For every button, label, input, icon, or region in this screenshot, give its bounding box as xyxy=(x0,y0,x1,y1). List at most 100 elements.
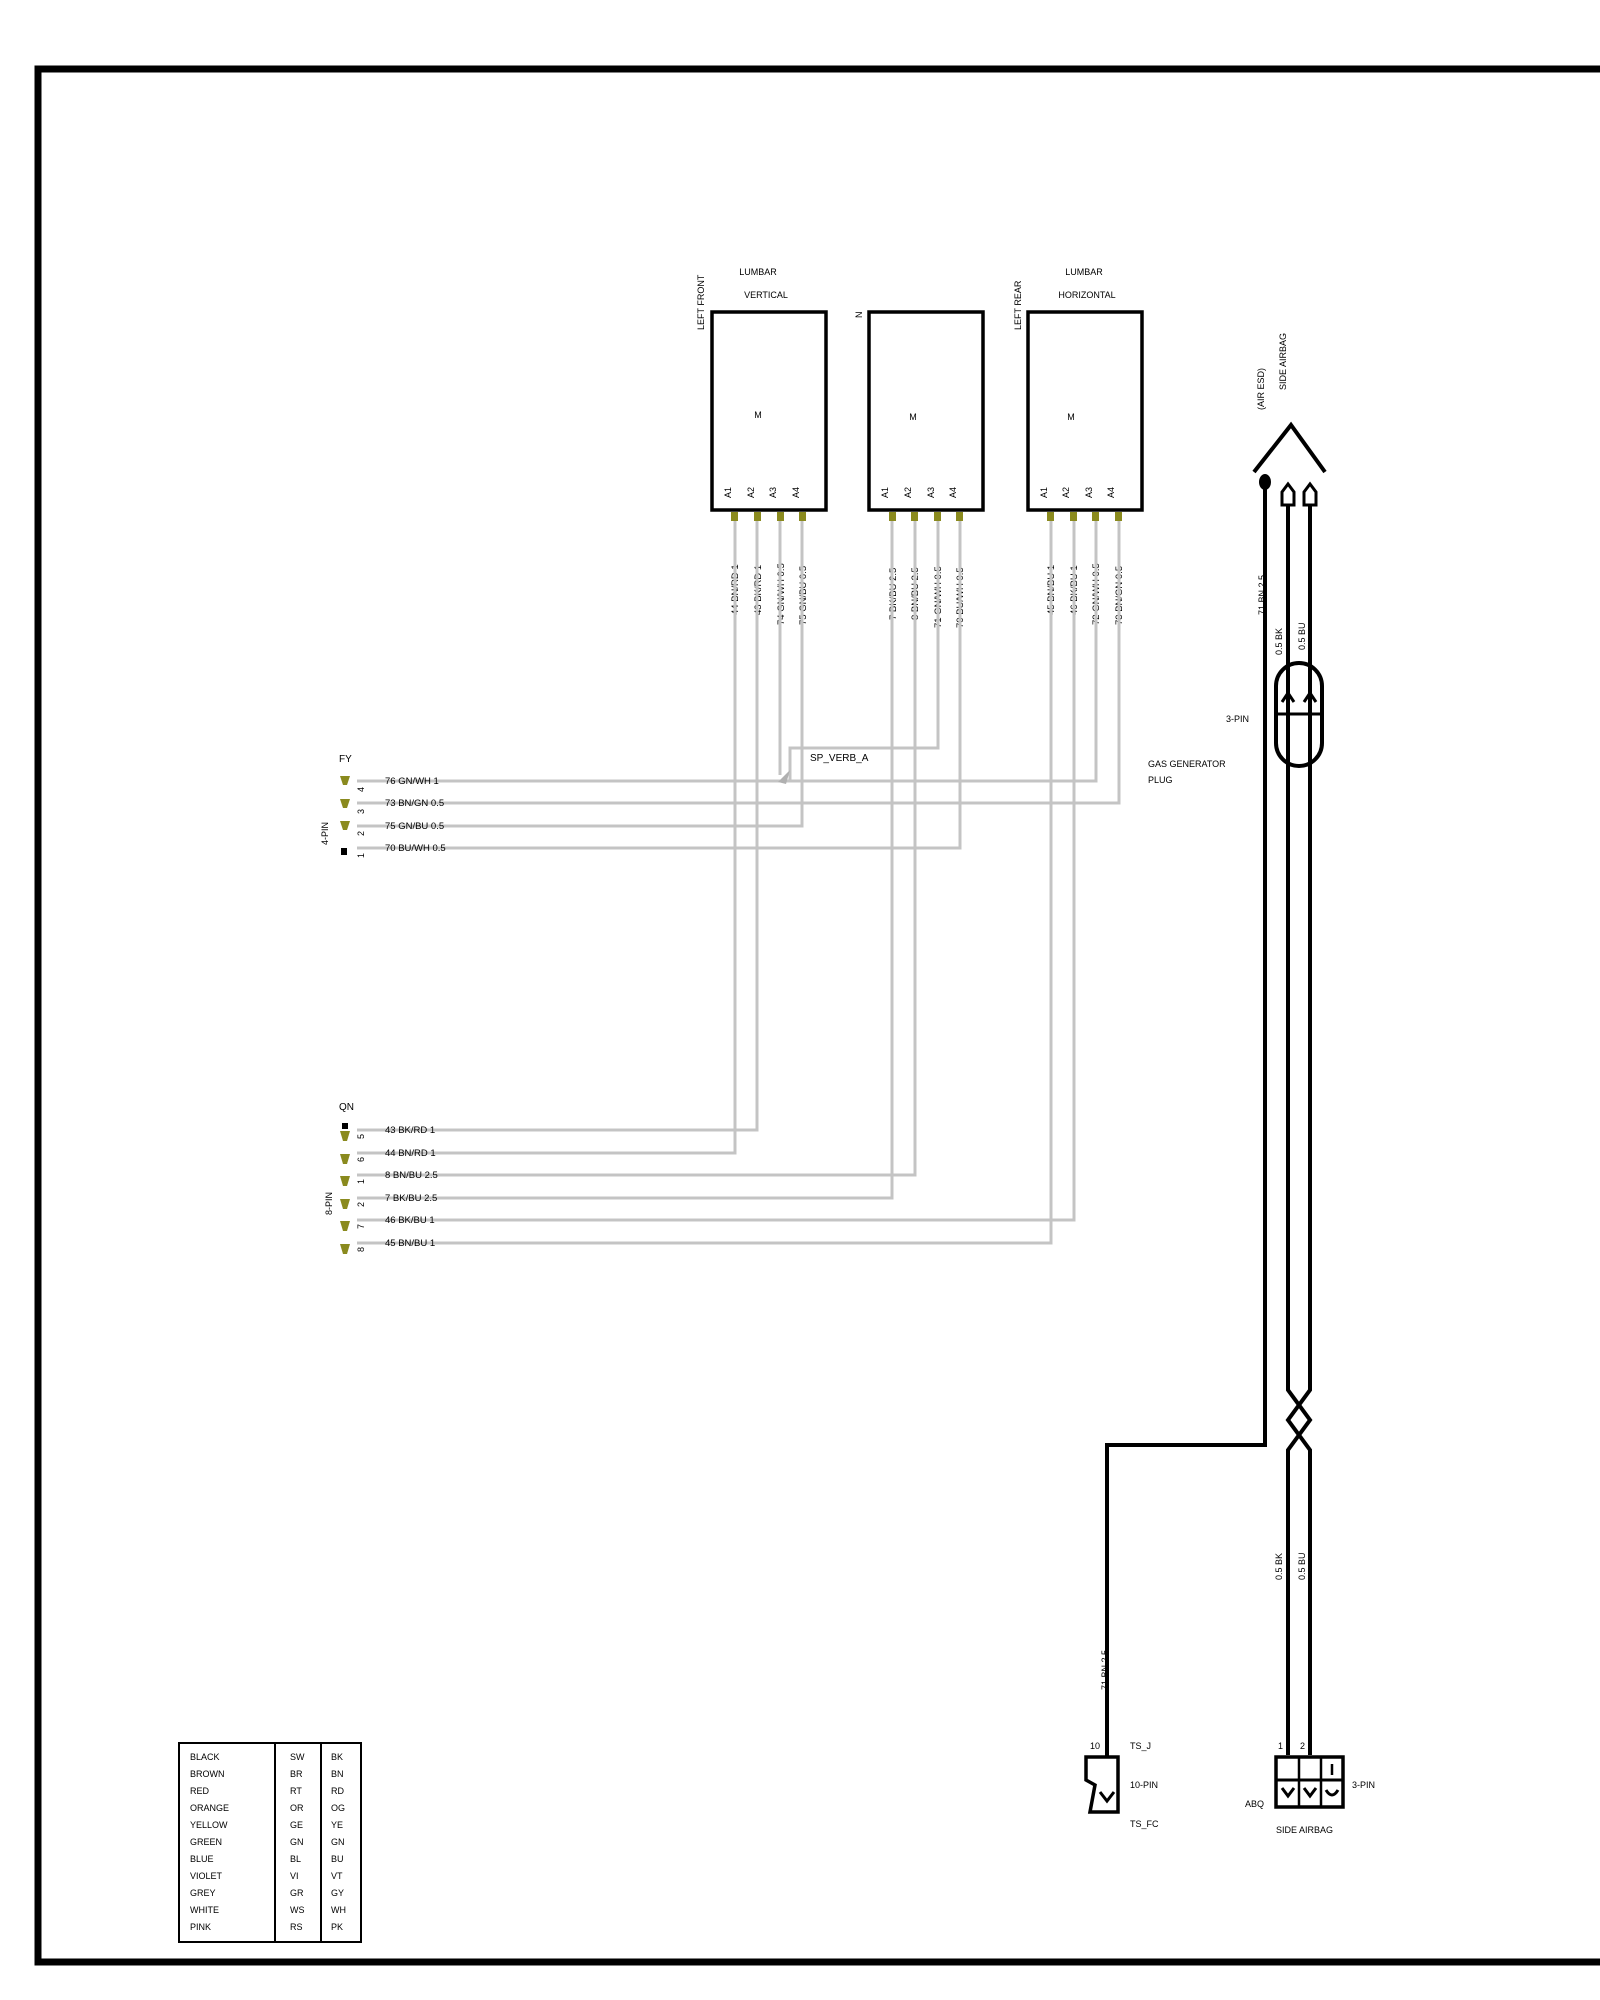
legend-color-name: BLACK xyxy=(190,1752,220,1762)
legend-code-en: GN xyxy=(331,1837,345,1847)
abq-contact-icon xyxy=(1302,1787,1318,1799)
abq-pin-number: 2 xyxy=(1300,1741,1305,1751)
legend-code-de: BR xyxy=(290,1769,303,1779)
wire-44-bn-rd xyxy=(357,521,737,1155)
terminal-socket-icon xyxy=(1280,481,1296,507)
motor-pin-label: A2 xyxy=(1061,487,1071,498)
wire-71-bn xyxy=(1105,488,1267,1808)
pin-terminal xyxy=(340,1221,350,1231)
legend-code-de: RT xyxy=(290,1786,302,1796)
connector-pin-number: 8 xyxy=(356,1247,366,1252)
wire-45-bn-bu xyxy=(357,521,1053,1245)
legend-code-de: WS xyxy=(290,1905,305,1915)
motor-box xyxy=(867,310,985,512)
legend-color-name: ORANGE xyxy=(190,1803,229,1813)
legend-code-en: YE xyxy=(331,1820,343,1830)
pin-terminal xyxy=(340,1244,350,1254)
legend-code-de: RS xyxy=(290,1922,303,1932)
legend-code-de: GN xyxy=(290,1837,304,1847)
pin-terminal xyxy=(340,1199,350,1209)
plug-label-line1: GAS GENERATOR xyxy=(1148,759,1226,769)
pin-terminal xyxy=(1092,512,1099,521)
wire-7-bk-bu xyxy=(357,521,894,1200)
legend-color-name: BLUE xyxy=(190,1854,214,1864)
plug-contact-icon xyxy=(1280,690,1296,703)
legend-code-en: BN xyxy=(331,1769,344,1779)
motor-lumbar-horizontal: LEFT REAR LUMBAR HORIZONTAL M A1 A2 A3 A… xyxy=(1013,267,1144,625)
wire-43-bk-rd xyxy=(357,521,759,1132)
pin-terminal xyxy=(956,512,963,521)
legend-code-en: BU xyxy=(331,1854,344,1864)
signal-wires xyxy=(357,521,1121,1245)
motor-pin-label: A4 xyxy=(948,487,958,498)
connector-pin-number: 1 xyxy=(356,1179,366,1184)
wire-bu xyxy=(1285,505,1312,1755)
wire-label: 0.5 BU xyxy=(1297,622,1307,650)
abq-side-airbag-label: SIDE AIRBAG xyxy=(1276,1825,1333,1835)
connector-pin-number: 7 xyxy=(356,1224,366,1229)
motor-pin-label: A2 xyxy=(746,487,756,498)
abq-connector-name: ABQ xyxy=(1245,1799,1264,1809)
pin-terminal xyxy=(340,799,350,808)
legend-code-de: GE xyxy=(290,1820,303,1830)
connector-fy: FY 4-PIN 4 3 2 1 76 GN/WH 1 73 BN/GN 0.5… xyxy=(320,754,446,858)
connector-wire-label: 45 BN/BU 1 xyxy=(385,1238,435,1249)
connector-name: FY xyxy=(339,754,352,765)
wire-70-bu-wh xyxy=(357,521,962,850)
ts-connector-name: TS_J xyxy=(1130,1741,1151,1751)
wire-46-bk-bu xyxy=(357,521,1076,1222)
legend-color-name: BROWN xyxy=(190,1769,225,1779)
connector-type: 4-PIN xyxy=(320,822,330,845)
pin-terminal xyxy=(340,1176,350,1186)
ts-contact-icon xyxy=(1098,1791,1116,1804)
motor-pin-label: A1 xyxy=(723,487,733,498)
airbag-circuit: (AIR ESD) SIDE AIRBAG 3-PIN GAS GENERATO… xyxy=(1084,333,1375,1835)
motor-title-line2: HORIZONTAL xyxy=(1058,290,1115,300)
drawing-frame xyxy=(34,65,1600,1966)
terminal-pin-icon xyxy=(1259,474,1271,490)
connector-name: QN xyxy=(339,1102,354,1113)
motor-title-line1: LUMBAR xyxy=(739,267,777,277)
wire-bk xyxy=(1286,505,1313,1755)
wire-label: 0.5 BK xyxy=(1274,1553,1284,1580)
wire-label: 71 BN 2.5 xyxy=(1100,1650,1110,1690)
legend-color-name: PINK xyxy=(190,1922,211,1932)
motor-pin-label: A1 xyxy=(880,487,890,498)
pin-terminal xyxy=(1115,512,1122,521)
abq-contact-icon xyxy=(1324,1789,1340,1797)
wire-72-gn-wh xyxy=(357,521,1098,783)
splice-arrow xyxy=(778,770,790,784)
motor-lumbar-vertical: LEFT FRONT LUMBAR VERTICAL M A1 A2 A3 A4… xyxy=(696,267,828,625)
connector-pin-number: 2 xyxy=(356,831,366,836)
plug-contact-icon xyxy=(1302,690,1318,703)
abq-connector-type: 3-PIN xyxy=(1352,1780,1375,1790)
wire-75-gn-bu xyxy=(357,521,804,828)
motor-pin-label: A3 xyxy=(1084,487,1094,498)
pin-terminal xyxy=(340,821,350,830)
legend-color-name: YELLOW xyxy=(190,1820,228,1830)
connector-wire-label: 70 BU/WH 0.5 xyxy=(385,843,446,854)
abq-contact-icon xyxy=(1280,1787,1296,1799)
legend-code-de: OR xyxy=(290,1803,304,1813)
legend-code-en: WH xyxy=(331,1905,346,1915)
connector-pin-number: 2 xyxy=(356,1202,366,1207)
wire-label: 71 BN 2.5 xyxy=(1257,575,1267,615)
pin-terminal xyxy=(341,848,347,855)
pin-terminal xyxy=(1047,512,1054,521)
connector-wire-label: 8 BN/BU 2.5 xyxy=(385,1170,438,1181)
connector-wire-label: 75 GN/BU 0.5 xyxy=(385,821,444,832)
motor-pin-label: A4 xyxy=(1106,487,1116,498)
connector-wire-label: 46 BK/BU 1 xyxy=(385,1215,435,1226)
motor-pin-label: A1 xyxy=(1039,487,1049,498)
pin-terminal xyxy=(889,512,896,521)
legend-color-name: WHITE xyxy=(190,1905,219,1915)
ts-connector-type: 10-PIN xyxy=(1130,1780,1158,1790)
airbag-chevron-icon xyxy=(1252,421,1327,474)
splice-label: SP_VERB_A xyxy=(810,753,869,764)
legend-color-name: RED xyxy=(190,1786,210,1796)
connector-type: 8-PIN xyxy=(324,1192,334,1215)
connector-qn: QN 8-PIN 5 6 1 2 7 8 43 BK/RD 1 44 BN/RD… xyxy=(324,1102,438,1254)
motor-pin-label: A3 xyxy=(768,487,778,498)
